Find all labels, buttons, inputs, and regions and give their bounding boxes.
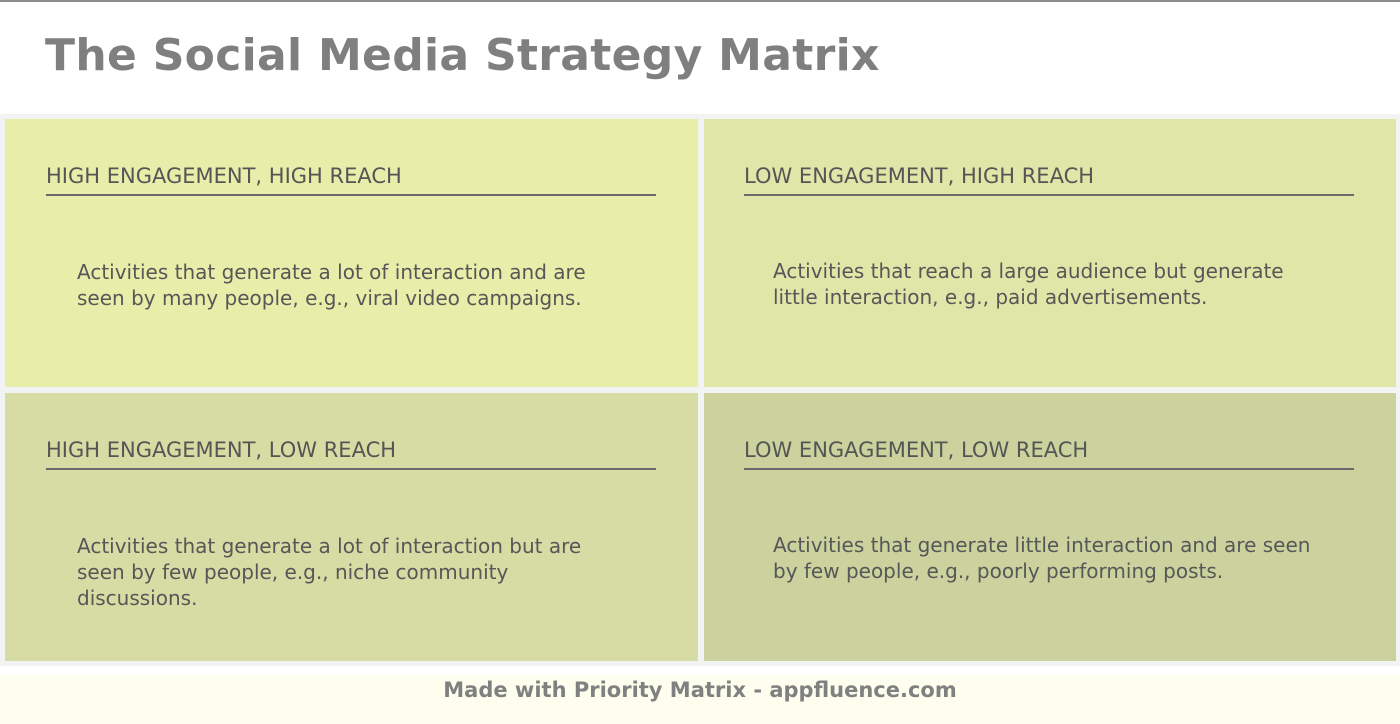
- quadrant-high-engagement-high-reach[interactable]: HIGH ENGAGEMENT, HIGH REACH Activities t…: [5, 119, 698, 387]
- top-border: [0, 0, 1400, 2]
- quadrant-heading: LOW ENGAGEMENT, LOW REACH: [744, 438, 1354, 470]
- quadrant-description: Activities that generate little interact…: [773, 533, 1311, 583]
- quadrant-description: Activities that reach a large audience b…: [773, 259, 1284, 309]
- quadrant-heading: HIGH ENGAGEMENT, LOW REACH: [46, 438, 656, 470]
- quadrant-low-engagement-high-reach[interactable]: LOW ENGAGEMENT, HIGH REACH Activities th…: [704, 119, 1396, 387]
- quadrant-description: Activities that generate a lot of intera…: [77, 534, 582, 610]
- quadrant-heading: LOW ENGAGEMENT, HIGH REACH: [744, 164, 1354, 196]
- quadrant-heading: HIGH ENGAGEMENT, HIGH REACH: [46, 164, 656, 196]
- footer-credit: Made with Priority Matrix - appfluence.c…: [443, 678, 957, 702]
- footer: Made with Priority Matrix - appfluence.c…: [0, 675, 1400, 724]
- quadrant-high-engagement-low-reach[interactable]: HIGH ENGAGEMENT, LOW REACH Activities th…: [5, 393, 698, 661]
- quadrant-description: Activities that generate a lot of intera…: [77, 260, 586, 310]
- strategy-matrix: HIGH ENGAGEMENT, HIGH REACH Activities t…: [0, 114, 1400, 666]
- page-title: The Social Media Strategy Matrix: [45, 30, 880, 81]
- quadrant-low-engagement-low-reach[interactable]: LOW ENGAGEMENT, LOW REACH Activities tha…: [704, 393, 1396, 661]
